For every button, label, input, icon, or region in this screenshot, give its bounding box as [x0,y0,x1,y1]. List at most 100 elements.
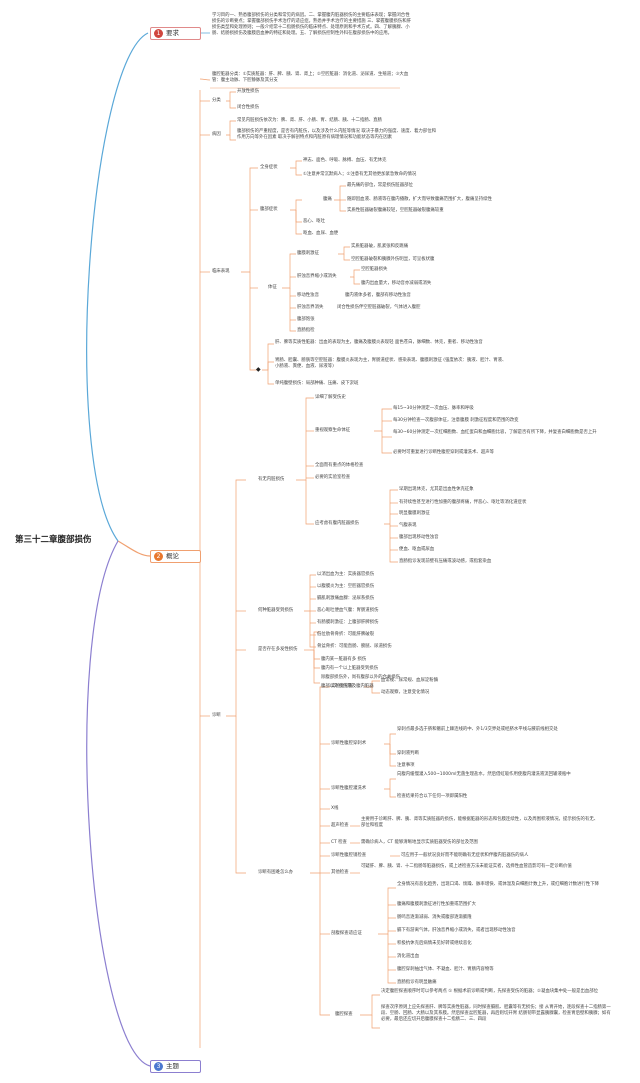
puncture-item: 穿刺点最多选于脐和髂前上棘连线的中、外1/3交界处或经脐水平线与腋前线相交处 [397,727,558,732]
puncture-item: 注意事项 [397,763,415,768]
section-topic[interactable]: 3 主题 [150,1060,201,1073]
organ-item: 低位肋骨骨折：可能肝脾破裂 [317,632,375,637]
organ-item: 骨盆骨折：可能直肠、膀胱、尿道损伤 [317,644,392,649]
liver-dullness-text: 闭合性损伤伴空腔脏器破裂，气体进入腹腔 [337,305,421,310]
indication-item: 全身情况有恶化趋势，出现口渴、烦躁、脉率增快、或体温及白细胞计数上升，或红细胞计… [397,882,599,887]
xray-node: X线 [331,806,339,811]
puncture-item: 穿刺液判断 [397,751,419,756]
multi-item: 腹部以外损伤累及腹内脏器 [321,684,374,689]
organ-item: 膈肌刺激痛血腺：泌尿系损伤 [317,596,375,601]
organ-item: 以消出血为主：实质器官损伤 [317,572,375,577]
pain-item: 随即因血液、肠液等在腹内播散，扩大而导致腹痛范围扩大，腹痛呈持续性 [347,197,492,202]
laparoscopy-text: 可应用于一般状况良好而不能明确有无症状和伴腹内脏器伤的病人 [401,853,529,858]
suspect-item: 明显腹膜刺激征 [399,511,430,516]
indication-item: 积极抗休克后病情未见好转或继续恶化 [397,941,472,946]
other-exam-text: 可疑肝、脾、胰、肾、十二指肠等脏器损伤，或上述检查方法未能证实者，选择性血管造影… [361,864,572,869]
liver-dullness-lost: 肝浊音界消失 [297,305,324,310]
exploration-item: 决定腹腔探查顺序时可以参考两点 ① 根据术前诊断或判断，先探查受伤的脏器；②凝血… [381,989,599,994]
suspect-item: 便血、呕血或尿血 [399,547,435,552]
organ-injury-node: 有无内脏损伤 [258,477,285,482]
organ-item: 以腹膜炎为主：空腔器官损伤 [317,584,375,589]
organ-classification: 腹腔脏器分类：①实质脏器：肝、脾、胰、肾、肾上；②空腔脏器：消化道、泌尿道、生殖… [212,72,409,83]
pain-item: 实质性脏器破裂腹痛较轻，空腔脏器破裂腹痛较重 [347,208,444,213]
lavage-item: 检查结果符合以下任何一项即属阳性 [397,794,468,799]
multi-item: 除腹部损伤外，尚有腹部以外的合并损伤 [321,675,401,680]
multiple-injury-node: 是否存在多发性损伤 [258,647,298,652]
root-topic: 第三十二章腹部损伤 [15,535,92,545]
suspect-item: 腹部出现移动性浊音 [399,535,439,540]
exploration-item: 探查次序原则上应先探查肝、脾等实质性脏器，同时探查膈肌、胆囊等有无损伤；接 从胃… [381,1005,611,1022]
abdominal-symptoms: 腹部症状 [260,207,278,212]
systemic-symptoms: 全身症状 [260,165,278,170]
ultrasound-text: 主要用于诊断肝、脾、胰、肾等实质脏器的损伤，能根据脏器的形态和包膜连续性，以及周… [361,817,599,828]
pain-item: 最先痛的部位，常是损伤脏器部位 [347,183,413,188]
multi-item: 腹内某一脏器有多 损伤 [321,657,367,662]
dullness-reduced: 肝浊音界缩小或消失 [297,274,337,279]
lab-test-item: 动态观察，注意变化情况 [381,690,430,695]
indication-item: 消化道出血 [397,954,419,959]
laparoscopy-node: 诊断性腹腔镜检查 [331,853,367,858]
shifting-dullness-text: 腹内液体多者，腹部有移动性浊音 [345,293,411,298]
lavage-node: 诊断性腹腔灌洗术 [331,786,367,791]
lab-item: 必要的实验室检查 [315,475,351,480]
ct-node: CT 检查 [331,840,347,845]
shifting-dullness: 移动性浊音 [297,293,319,298]
difficult-diagnosis-node: 诊断有困难怎么办 [258,870,294,875]
which-organ-node: 何种脏器受到损伤 [258,608,294,613]
etiology-severity: 腹部损伤的严重程度，是否有内脏伤，以及涉及什么内脏等情况 取决于暴力的强度、速度… [237,129,436,140]
irritation-item: 空腔脏器破裂和胰腺外伤明显，可呈板状腹 [351,257,435,262]
ct-text: 需确诊病人，CT 能够清晰地显示实质脏器受伤的部位及范围 [361,840,478,845]
other-exam-node: 其他检查 [331,870,349,875]
section-number-badge: 1 [154,29,163,38]
rectal-exam: 直肠指检 [297,328,315,333]
dullness-item: 空腔脏器损失 [361,267,388,272]
organ-item: 恶心呕吐便血气腹：胃肠道损伤 [317,608,379,613]
section-label: 要求 [166,29,179,37]
suspect-item: 气腹表现 [399,523,417,528]
vital-signs-node: 重视观察生命体征 [315,428,351,433]
exploration-node: 腹腔探查 [335,1012,353,1017]
exploration-indications-node: 剖腹探查适应证 [331,931,362,936]
closed-injury: 闭合性损伤 [237,105,259,110]
irritation-item: 实质脏器破，肌紧张和反跳痛 [351,244,409,249]
vital-item: 每30~60分钟测定一次红细胞数、血红蛋白和血细胞比容，了解是否有所下降，并复查… [393,430,597,435]
indication-item: 腹痛和腹膜刺激征进行性加重或范围扩大 [397,902,477,907]
systemic-item: 神志、面色、呼吸、脉搏、血压、有无休克 [303,158,387,163]
abdominal-pain: 腹痛 [323,197,332,202]
puncture-node: 诊断性腹腔穿刺术 [331,741,367,746]
classification-node: 分类 [212,98,221,103]
etiology-common-organs: 常见内脏损伤依次为：脾、肾、肝、小肠、胃、结肠、胰、十二指肠、直肠 [237,118,382,123]
section-number-badge: 3 [154,1062,163,1071]
indication-item: 膈下有游离气体，肝浊音界缩小或消失，或者出现移动性浊音 [397,928,516,933]
section-number-badge: 2 [154,552,163,561]
solid-organ-text: 肝、脾等实质性脏器：出血的表现为主，腹痛及腹膜炎表现轻 面色苍白，脉细数、休克，… [275,340,483,345]
diagnosis-node: 诊断 [212,713,221,718]
hollow-organ-text: 胃肠、胆囊、膀胱等空腔脏器：腹膜炎表现为主，胃肠道症状、感染表现、腹膜刺激征 (… [275,358,507,369]
suspect-item: 早期出现休克，尤其是出血性休克征象 [399,487,474,492]
suspect-item: 直肠指诊发现前壁有压痛或波动感，或指套染血 [399,559,492,564]
diamond-bullet-icon: ◆ [256,366,261,373]
organ-item: 有肠膜刺激征：上腹部肝脾损伤 [317,620,379,625]
suspect-node: 应考虑有腹内脏器损伤 [315,521,359,526]
open-injury: 开放性损伤 [237,89,259,94]
section-overview[interactable]: 2 概论 [150,550,201,563]
vital-item: 每15~30分钟测定一次血压、脉率和呼吸 [393,406,474,411]
section-label: 概论 [166,552,179,560]
exam-item: 全面而有重点的体格检查 [315,463,364,468]
lab-test-item: 血常规、尿常规、血尿淀粉酶 [381,678,439,683]
hematemesis: 呕血、血尿、血便 [303,231,339,236]
ultrasound-node: 超声检查 [331,823,349,828]
dullness-item: 腹内出血量大，移动音亦减弱或消失 [361,281,432,286]
history-item: 详细了解受伤史 [315,395,346,400]
vital-item: 每30分钟检查一次腹部体征，注意腹膜 刺激征程度和范围的改变 [393,418,519,423]
section-label: 主题 [166,1062,179,1070]
systemic-item: ①注意并常沉默病人；②注意有无其他更加紧急致命的情况 [303,172,417,177]
etiology-node: 病因 [212,132,221,137]
multi-item: 腹内有一个以上脏器受到损伤 [321,666,379,671]
indication-item: 肠鸣音逐渐减弱、消失或腹部逐渐膨隆 [397,915,472,920]
lavage-item: 向腹内缓慢灌入500~1000ml无菌生理盐水，然后借虹吸作用使腹内灌洗液流回输… [397,772,571,777]
vital-item: 必要时可重复进行诊断性腹腔穿刺或灌洗术、超声等 [393,450,494,455]
section-requirements[interactable]: 1 要求 [150,27,201,40]
clinical-node: 临床表现 [212,269,230,274]
